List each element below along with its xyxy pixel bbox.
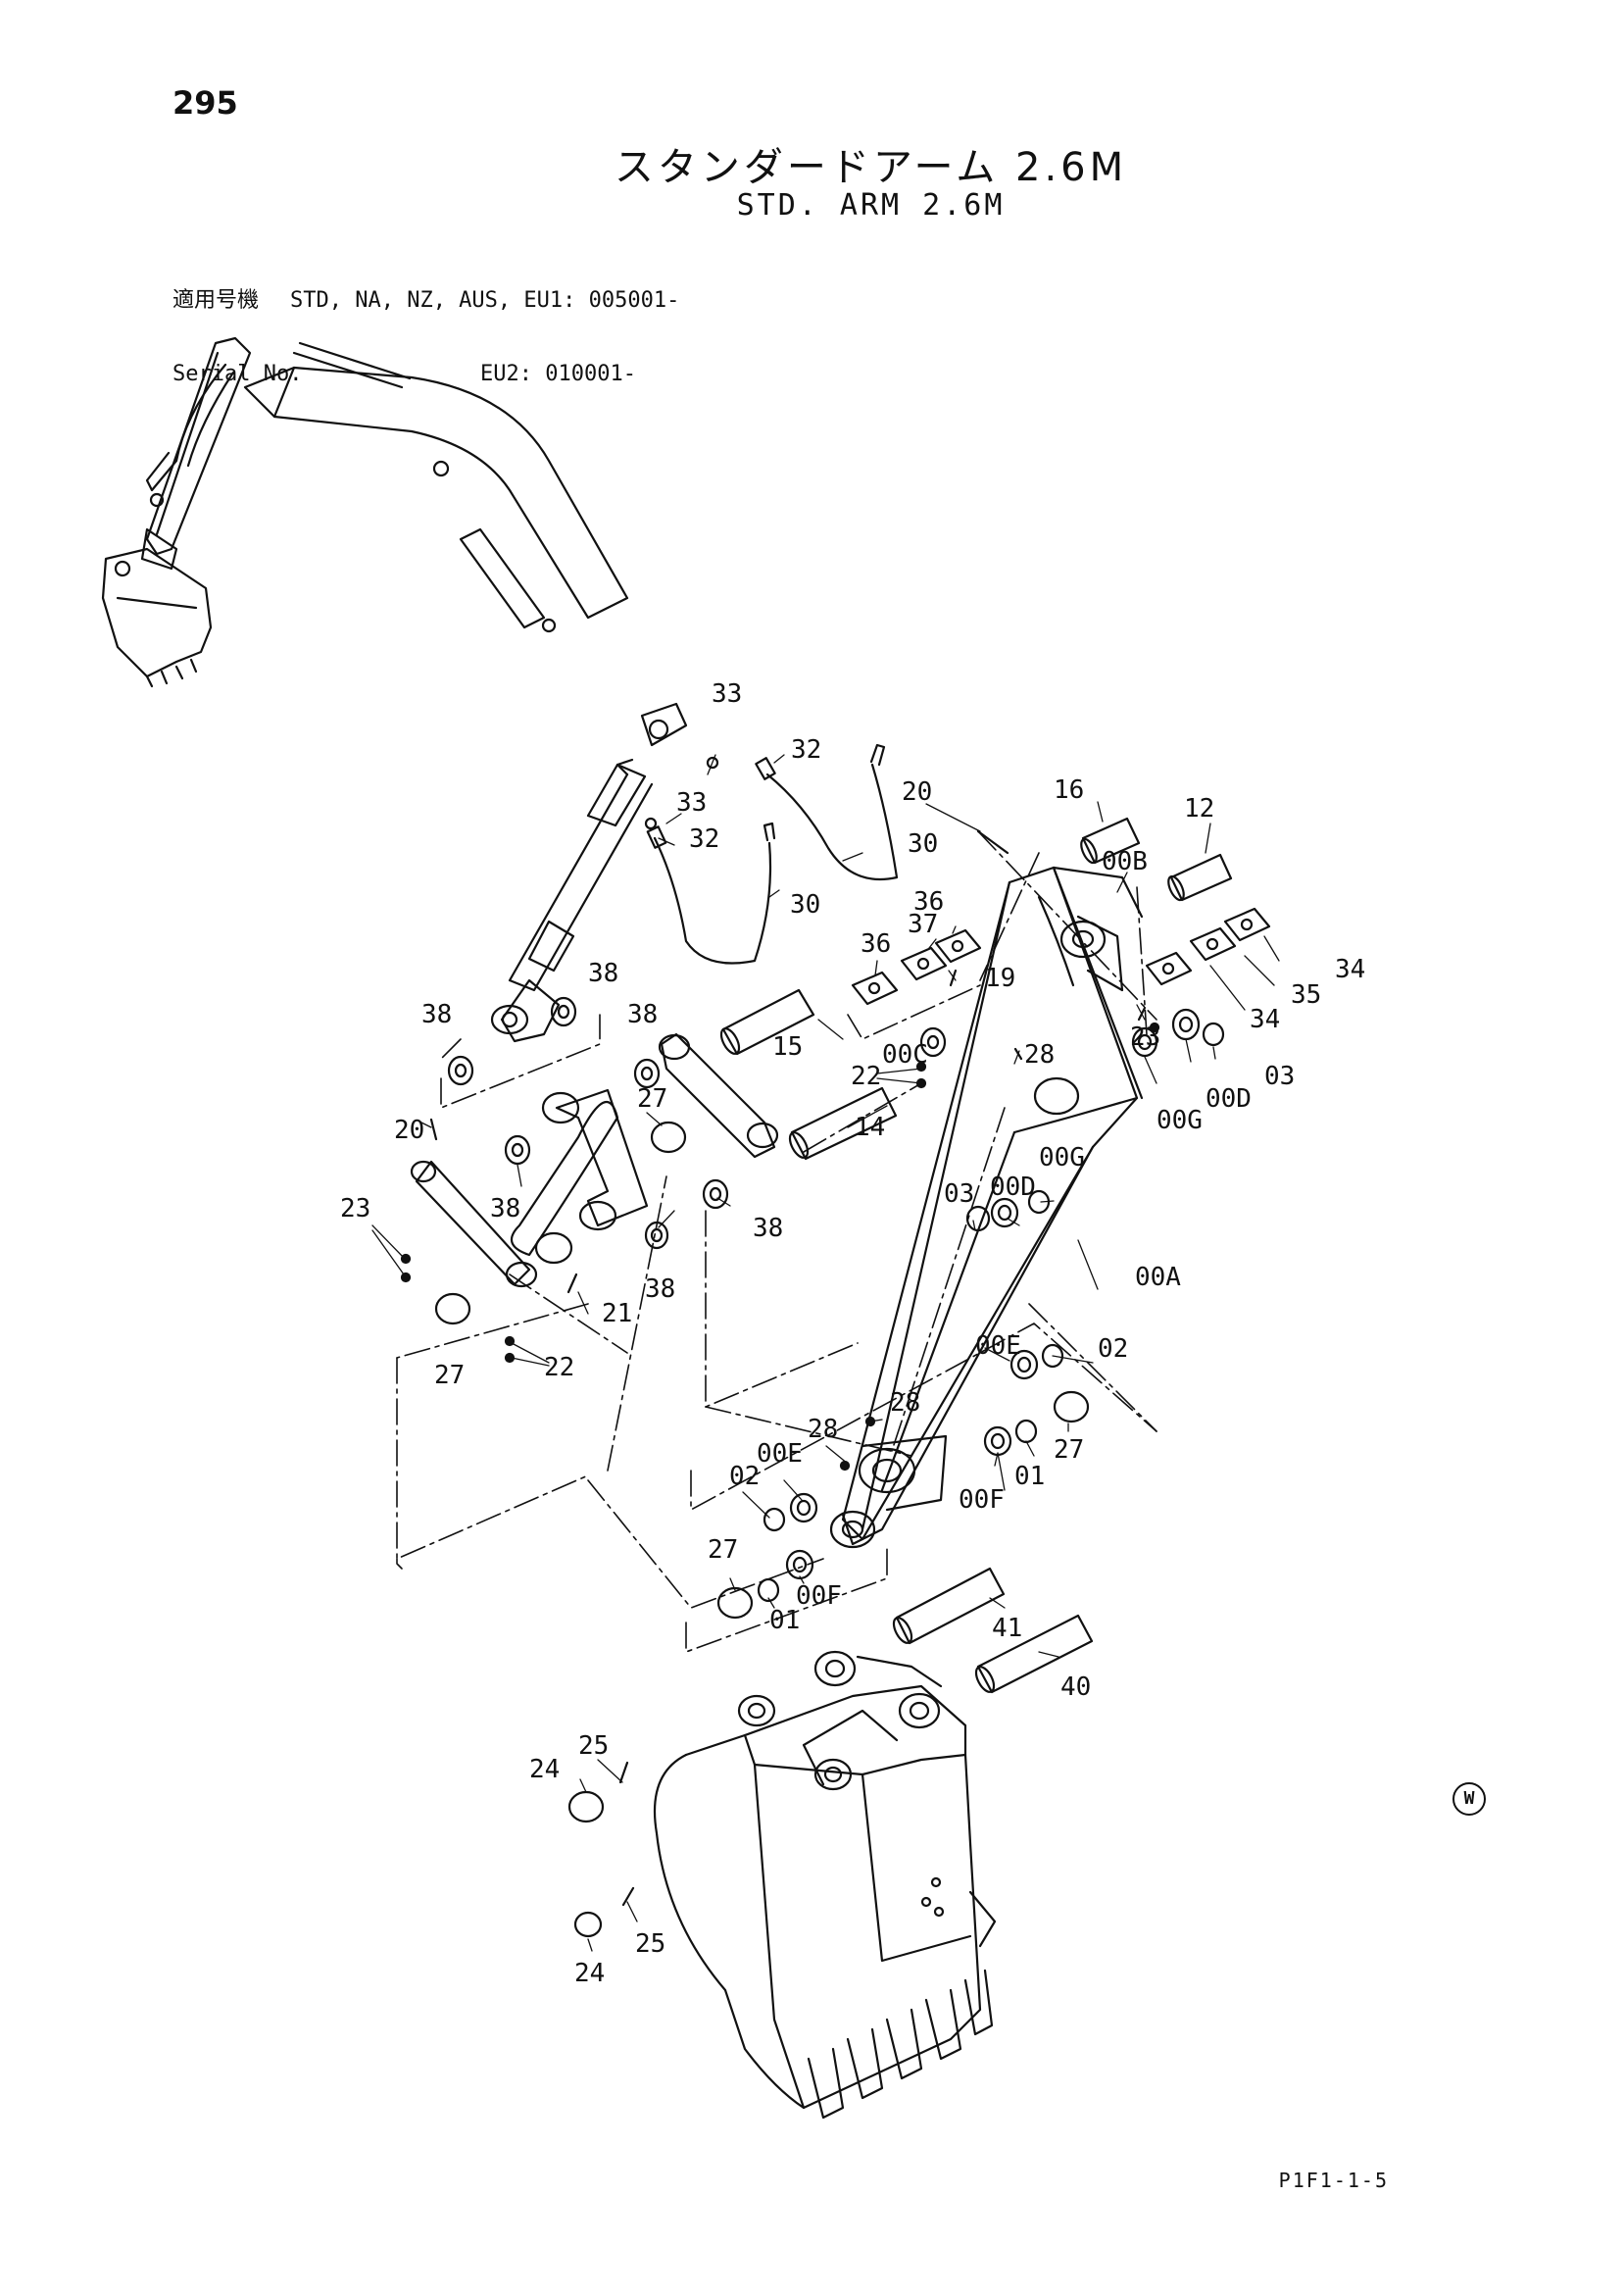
part-label-27: 27: [1054, 1435, 1085, 1465]
part-label-35: 35: [1291, 980, 1322, 1010]
serial-line-1: STD, NA, NZ, AUS, EU1: 005001-: [290, 288, 680, 313]
part-label-14: 14: [855, 1113, 886, 1142]
part-label-27: 27: [708, 1535, 739, 1565]
washers-and-seals: [434, 996, 1225, 1938]
part-label-28: 28: [808, 1415, 839, 1444]
drawing-code: P1F1-1-5: [1278, 2169, 1389, 2192]
part-label-37: 37: [908, 910, 939, 939]
serial-label-jp: 適用号機: [172, 288, 260, 313]
part-label-00A: 00A: [1135, 1263, 1181, 1292]
reference-lines: [396, 830, 1157, 1653]
part-label-30: 30: [790, 890, 821, 920]
part-label-01: 01: [1014, 1462, 1046, 1491]
part-label-15: 15: [772, 1032, 804, 1062]
part-label-25: 25: [635, 1929, 666, 1959]
part-label-32: 32: [689, 824, 720, 854]
part-label-41: 41: [992, 1614, 1023, 1643]
part-label-00B: 00B: [1102, 847, 1148, 876]
part-label-21: 21: [602, 1299, 633, 1328]
part-label-22: 22: [851, 1062, 882, 1091]
part-label-23: 23: [340, 1194, 371, 1223]
part-label-20: 20: [394, 1116, 425, 1145]
part-label-36: 36: [913, 887, 945, 917]
part-label-00F: 00F: [959, 1485, 1005, 1515]
serial-line-2: EU2: 010001-: [480, 362, 636, 386]
part-label-20: 20: [902, 777, 933, 807]
pins: [719, 817, 1233, 1694]
part-label-16: 16: [1054, 775, 1085, 805]
hydraulic-hoses: [644, 743, 899, 965]
excavator-overview-thumbnail: [101, 336, 629, 688]
part-label-00G: 00G: [1039, 1143, 1085, 1173]
part-label-27: 27: [637, 1084, 668, 1114]
part-label-02: 02: [729, 1462, 761, 1491]
title-japanese: スタンダードアーム 2.6M: [614, 145, 1128, 190]
part-label-36: 36: [861, 929, 892, 959]
part-label-40: 40: [1060, 1672, 1092, 1702]
part-label-00C: 00C: [882, 1040, 928, 1070]
arm-cylinder: [490, 702, 688, 1043]
part-label-02: 02: [1098, 1334, 1129, 1364]
leader-lines: [371, 754, 1280, 1952]
links: [410, 1032, 779, 1288]
bucket: [653, 1650, 997, 2120]
title-english: STD. ARM 2.6M: [736, 188, 1006, 223]
part-label-03: 03: [944, 1179, 975, 1209]
part-label-22: 22: [544, 1353, 575, 1382]
part-label-30: 30: [908, 829, 939, 859]
part-label-25: 25: [578, 1731, 610, 1761]
part-label-38: 38: [627, 1000, 659, 1029]
part-label-19: 19: [985, 964, 1016, 993]
part-label-38: 38: [753, 1214, 784, 1243]
part-label-01: 01: [769, 1606, 801, 1635]
part-label-33: 33: [676, 788, 708, 818]
part-label-00F: 00F: [796, 1581, 842, 1611]
shims: [851, 907, 1271, 1006]
part-label-38: 38: [588, 959, 619, 988]
part-label-28: 28: [1024, 1040, 1056, 1070]
part-label-33: 33: [712, 679, 743, 709]
part-label-38: 38: [490, 1194, 521, 1223]
part-label-32: 32: [791, 735, 822, 765]
part-label-00G: 00G: [1156, 1106, 1203, 1135]
page-number: 295: [172, 84, 238, 122]
part-label-00D: 00D: [1206, 1084, 1252, 1114]
arm-body: [829, 866, 1144, 1549]
part-label-34: 34: [1250, 1005, 1281, 1034]
part-label-28: 28: [890, 1388, 921, 1418]
part-label-38: 38: [421, 1000, 453, 1029]
part-label-03: 03: [1264, 1062, 1296, 1091]
part-label-34: 34: [1335, 955, 1366, 984]
part-label-27: 27: [434, 1361, 466, 1390]
part-label-00E: 00E: [975, 1331, 1021, 1361]
part-label-00E: 00E: [757, 1439, 803, 1469]
part-label-12: 12: [1184, 794, 1215, 824]
watermark-symbol: W: [1452, 1782, 1486, 1816]
part-label-24: 24: [574, 1959, 606, 1988]
part-label-00D: 00D: [990, 1173, 1036, 1202]
part-label-24: 24: [529, 1755, 561, 1784]
part-label-38: 38: [645, 1274, 676, 1304]
part-label-23: 23: [1130, 1023, 1161, 1052]
